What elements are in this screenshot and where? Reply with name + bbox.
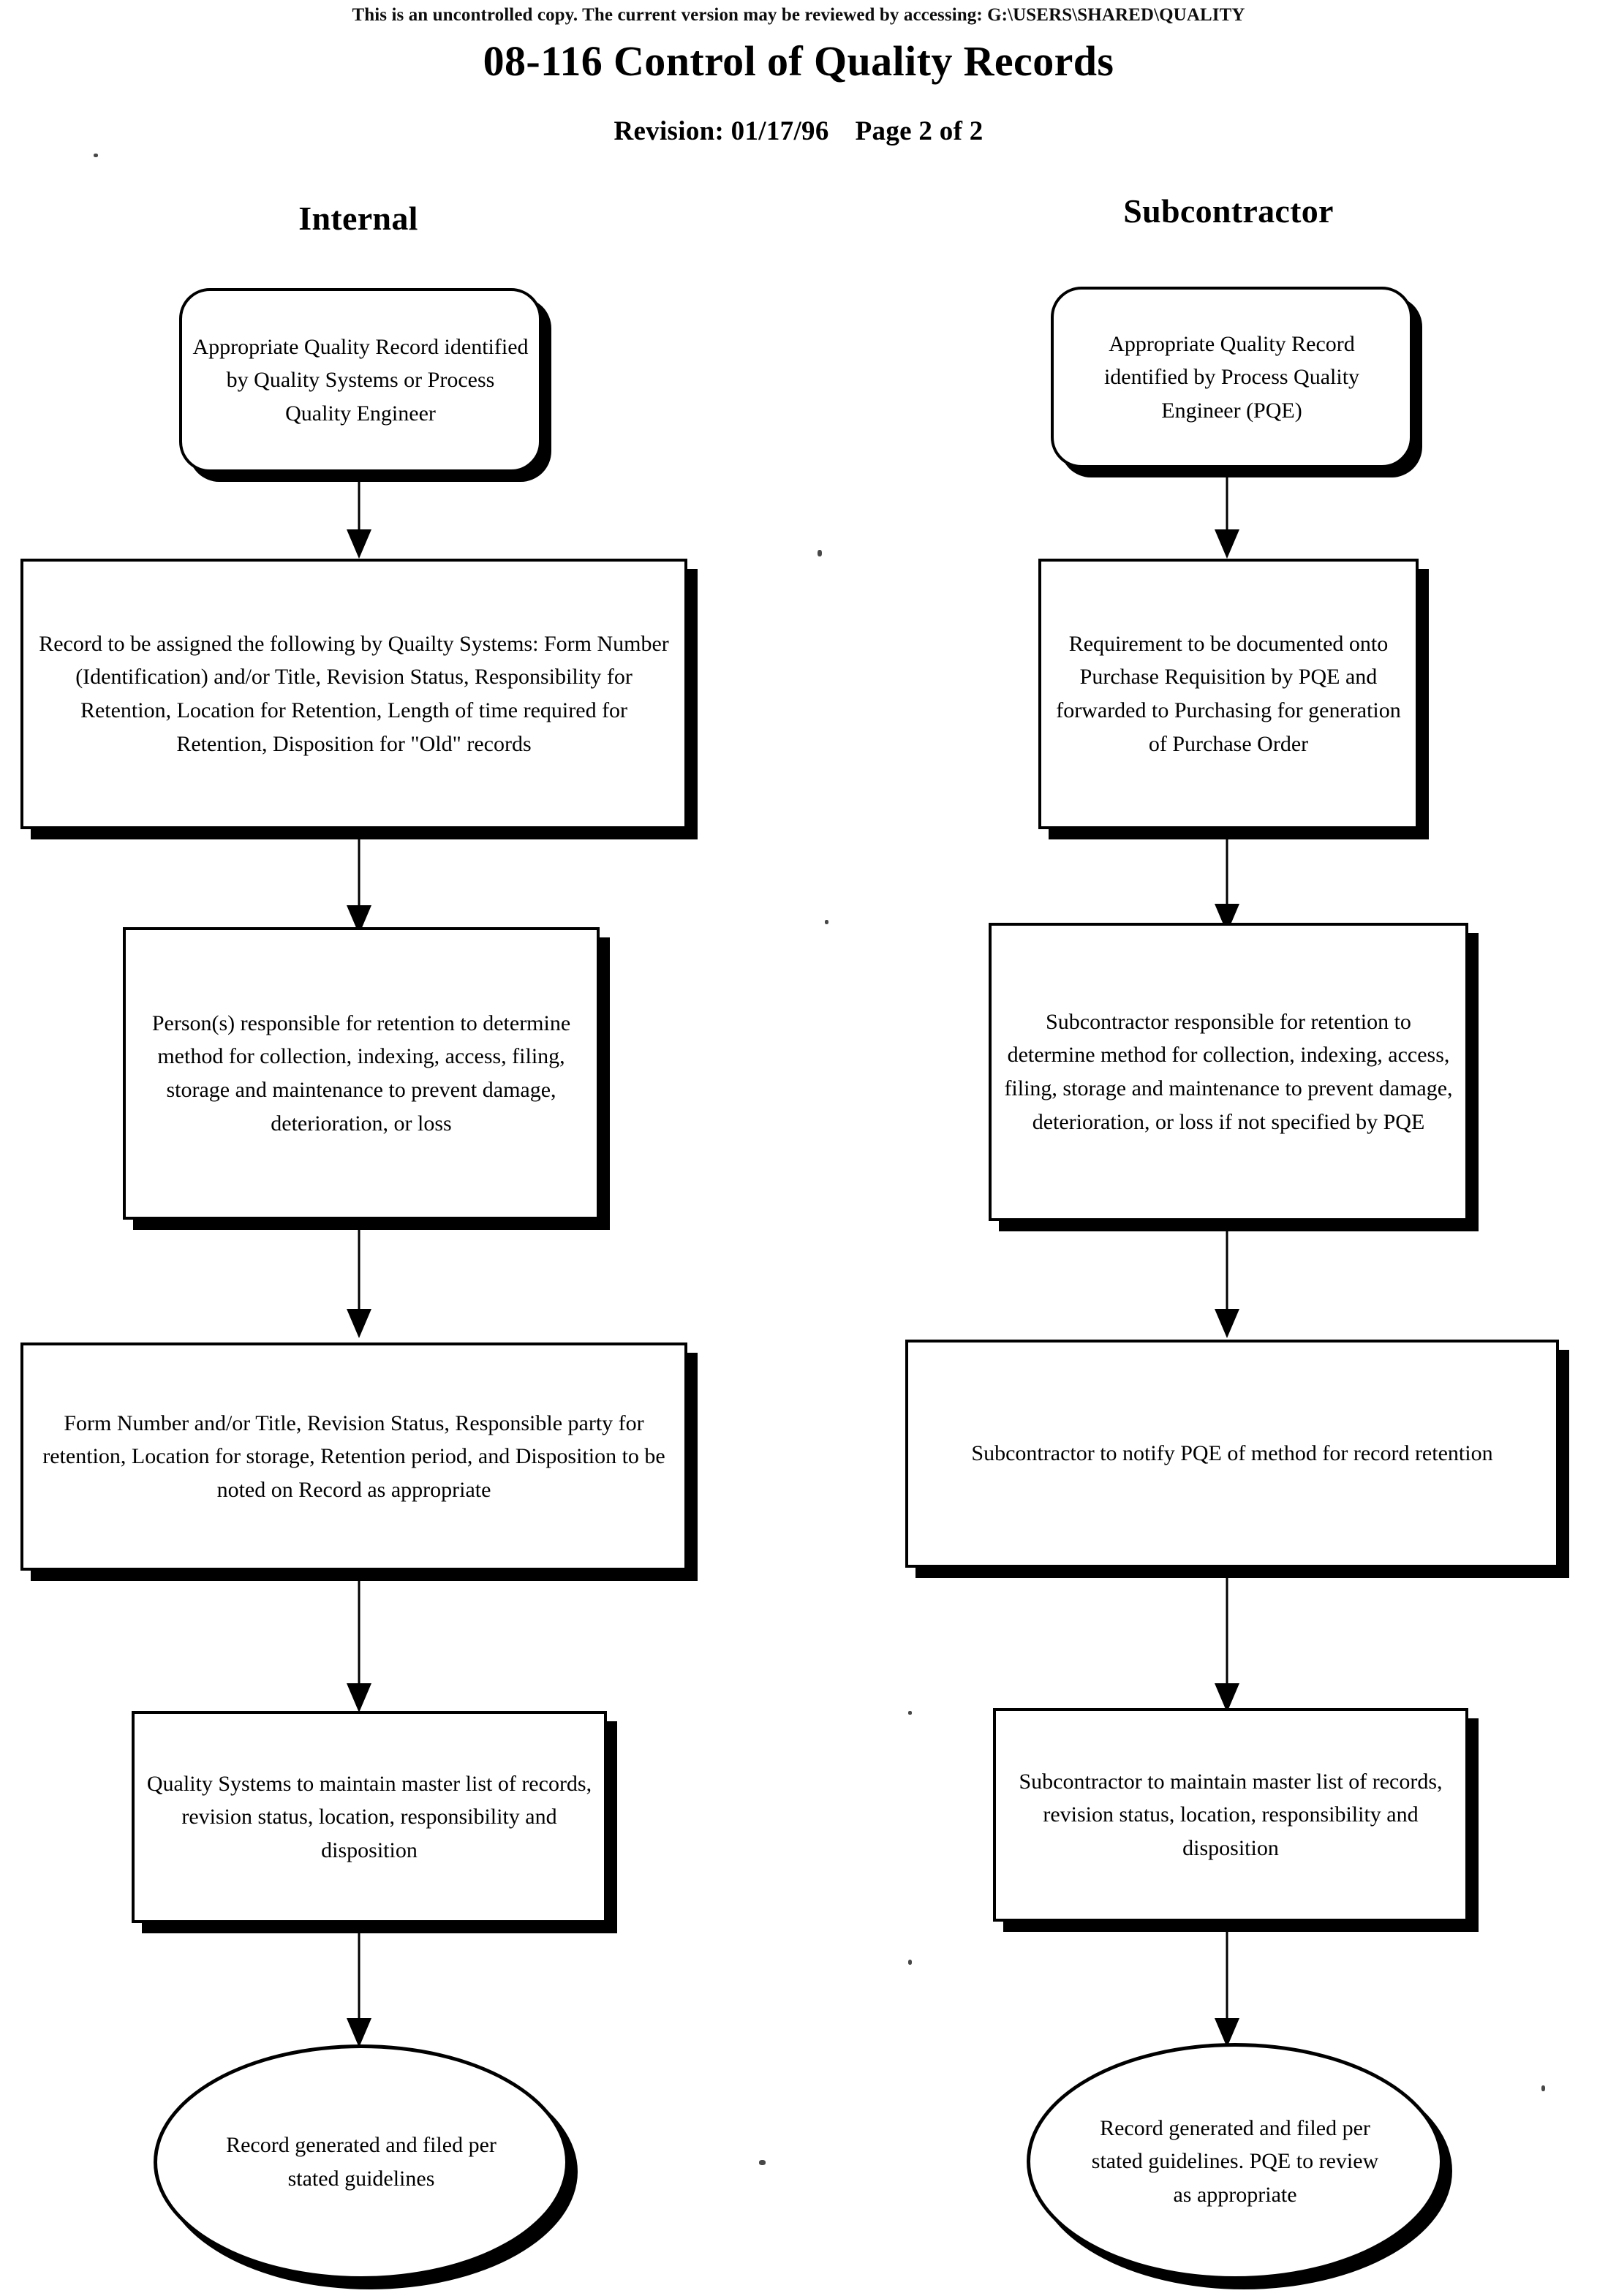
connector-line bbox=[1226, 1930, 1228, 2018]
scan-speck bbox=[1541, 2085, 1545, 2091]
connector-line bbox=[358, 1932, 360, 2018]
flow-node-text: Form Number and/or Title, Revision Statu… bbox=[42, 1411, 665, 1502]
scan-speck bbox=[825, 920, 828, 924]
arrowhead-icon bbox=[1215, 529, 1239, 559]
scan-speck bbox=[818, 550, 822, 556]
connector-line bbox=[1226, 1578, 1228, 1683]
flow-node-text: Requirement to be documented onto Purcha… bbox=[1056, 631, 1401, 756]
flow-node-internal-record-assigned: Record to be assigned the following by Q… bbox=[20, 559, 687, 829]
flow-node-internal-master-list: Quality Systems to maintain master list … bbox=[132, 1711, 607, 1923]
flow-node-sub-responsible: Subcontractor responsible for retention … bbox=[989, 923, 1468, 1221]
arrowhead-icon bbox=[347, 529, 371, 559]
flow-node-internal-start: Appropriate Quality Record identified by… bbox=[179, 288, 542, 472]
flow-node-text: Subcontractor to notify PQE of method fo… bbox=[971, 1441, 1493, 1466]
flow-node-text: Subcontractor to maintain master list of… bbox=[1019, 1769, 1443, 1860]
connector-line bbox=[1226, 838, 1228, 904]
scan-speck bbox=[759, 2160, 766, 2165]
connector-line bbox=[1226, 1230, 1228, 1309]
flow-node-text: Record generated and filed per stated gu… bbox=[1091, 2115, 1379, 2207]
column-heading-internal: Internal bbox=[298, 200, 418, 237]
revision-label: Revision: 01/17/96 bbox=[613, 116, 829, 146]
arrowhead-icon bbox=[347, 1309, 371, 1338]
scan-speck bbox=[908, 1711, 912, 1715]
page-number-label: Page 2 of 2 bbox=[855, 116, 984, 146]
flow-node-sub-start: Appropriate Quality Record identified by… bbox=[1051, 287, 1413, 468]
flow-node-internal-noted-on-record: Form Number and/or Title, Revision Statu… bbox=[20, 1343, 687, 1571]
flow-node-sub-purchase-requisition: Requirement to be documented onto Purcha… bbox=[1038, 559, 1419, 829]
arrowhead-icon bbox=[347, 2018, 371, 2047]
connector-line bbox=[358, 1579, 360, 1683]
flow-node-sub-end: Record generated and filed per stated gu… bbox=[1027, 2043, 1443, 2280]
flow-node-text: Person(s) responsible for retention to d… bbox=[151, 1011, 571, 1136]
arrowhead-icon bbox=[1215, 1683, 1239, 1712]
flow-node-sub-notify-pqe: Subcontractor to notify PQE of method fo… bbox=[905, 1340, 1559, 1568]
flow-node-internal-person-responsible: Person(s) responsible for retention to d… bbox=[123, 927, 600, 1220]
connector-line bbox=[358, 472, 360, 529]
flow-node-text: Appropriate Quality Record identified by… bbox=[192, 334, 529, 426]
scan-speck bbox=[908, 1960, 912, 1965]
arrowhead-icon bbox=[1215, 1309, 1239, 1338]
uncontrolled-copy-notice: This is an uncontrolled copy. The curren… bbox=[352, 5, 1245, 25]
scan-speck bbox=[94, 154, 98, 157]
flow-node-text: Subcontractor responsible for retention … bbox=[1004, 1009, 1453, 1134]
arrowhead-icon bbox=[347, 1683, 371, 1712]
connector-line bbox=[358, 838, 360, 905]
revision-line: Revision: 01/17/96 Page 2 of 2 bbox=[0, 116, 1597, 147]
page-title: 08-116 Control of Quality Records bbox=[483, 37, 1114, 85]
flow-node-internal-end: Record generated and filed per stated gu… bbox=[154, 2044, 569, 2280]
column-heading-subcontractor: Subcontractor bbox=[1123, 192, 1334, 230]
flow-node-text: Quality Systems to maintain master list … bbox=[146, 1771, 592, 1862]
connector-line bbox=[1226, 468, 1228, 529]
flow-node-sub-master-list: Subcontractor to maintain master list of… bbox=[993, 1708, 1468, 1922]
connector-line bbox=[358, 1228, 360, 1309]
flow-node-text: Record generated and filed per stated gu… bbox=[226, 2133, 497, 2191]
flow-node-text: Record to be assigned the following by Q… bbox=[39, 631, 669, 756]
flow-node-text: Appropriate Quality Record identified by… bbox=[1103, 331, 1360, 423]
arrowhead-icon bbox=[1215, 2018, 1239, 2047]
